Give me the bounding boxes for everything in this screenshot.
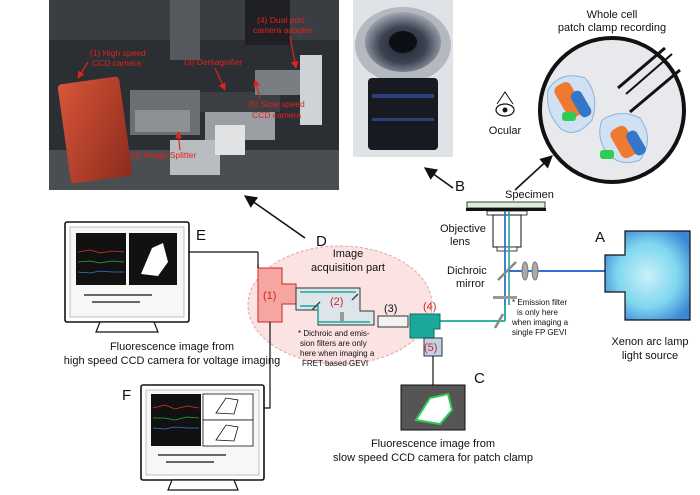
arrow-to-patch-clamp xyxy=(514,155,553,191)
light-path: Dichroic mirror * Emission filter is onl… xyxy=(434,261,625,337)
whole-cell-title-2: patch clamp recording xyxy=(558,22,666,34)
emission-note: * Emission filter xyxy=(512,298,567,307)
fret-note-2: sion filters are only xyxy=(300,339,367,348)
slow-speed-camera-label-2: CCD camera xyxy=(252,110,301,120)
dual-port-label-2: camera adapter xyxy=(253,25,313,35)
acquisition-label-2: acquisition part xyxy=(311,262,385,274)
caption-c-2: slow speed CCD camera for patch clamp xyxy=(333,452,533,464)
image-acquisition-part: Image acquisition part (1) (2) (3) (4) (… xyxy=(247,245,443,368)
ocular-label: Ocular xyxy=(489,125,522,137)
specimen-label: Specimen xyxy=(505,189,554,201)
setup-photo: (1) High speed CCD camera (3) Demagnifie… xyxy=(49,0,339,190)
objective-label-2: lens xyxy=(450,236,471,248)
arrow-to-setup-photo xyxy=(243,195,306,239)
emission-note-3: when imaging a xyxy=(511,318,569,327)
objective-label: Objective xyxy=(440,223,486,235)
part-2-label: (2) xyxy=(330,296,343,308)
panel-letter-b: B xyxy=(455,178,465,195)
cable-to-monitor-f xyxy=(264,322,271,409)
fret-note-4: FRET based GEVI xyxy=(302,359,368,368)
part-1-label: (1) xyxy=(263,290,276,302)
patch-clamp-illustration: Whole cell patch clamp recording xyxy=(538,9,686,184)
dual-port-label: (4) Dual port xyxy=(257,15,305,25)
fret-note: * Dichroic and emis- xyxy=(298,329,370,338)
emission-note-2: is only here xyxy=(517,308,558,317)
ocular: Ocular xyxy=(489,91,522,137)
high-speed-camera-label: (1) High speed xyxy=(90,48,146,58)
objective-photo xyxy=(353,0,453,157)
panel-letter-f: F xyxy=(122,387,131,404)
caption-c: Fluorescence image from xyxy=(371,438,495,450)
panel-letter-a: A xyxy=(595,229,605,246)
emission-note-4: single FP GEVI xyxy=(512,328,567,337)
xenon-lamp: Xenon arc lamp light source xyxy=(604,230,691,362)
specimen-stage: Specimen Objective lens xyxy=(440,189,554,305)
panel-letter-e: E xyxy=(196,227,206,244)
caption-e: Fluorescence image from xyxy=(110,341,234,353)
dichroic-label-2: mirror xyxy=(456,278,485,290)
monitor-e: Fluorescence image from high speed CCD c… xyxy=(64,221,280,367)
image-splitter-label: (2) Image Splitter xyxy=(131,150,196,160)
acquisition-label: Image xyxy=(333,248,364,260)
high-speed-camera-label-2: CCD camera xyxy=(92,58,141,68)
part-4-label: (4) xyxy=(423,301,436,313)
panel-letter-c: C xyxy=(474,370,485,387)
demagnifier-label: (3) Demagnifier xyxy=(184,57,243,67)
part-3-label: (3) xyxy=(384,303,397,315)
slow-speed-camera-label: (5) Slow speed xyxy=(248,99,305,109)
fret-note-3: here when imaging a xyxy=(300,349,375,358)
high-speed-camera-photo xyxy=(57,76,133,184)
slow-camera-image: Fluorescence image from slow speed CCD c… xyxy=(333,384,533,464)
whole-cell-title: Whole cell xyxy=(587,9,638,21)
xenon-label-2: light source xyxy=(622,350,678,362)
panel-letter-d: D xyxy=(316,233,327,250)
caption-e-2: high speed CCD camera for voltage imagin… xyxy=(64,355,280,367)
monitor-f xyxy=(140,384,265,491)
part-5-label: (5) xyxy=(424,342,437,354)
dichroic-label: Dichroic xyxy=(447,265,487,277)
arrow-to-objective-photo xyxy=(423,167,454,189)
xenon-label: Xenon arc lamp xyxy=(611,336,688,348)
